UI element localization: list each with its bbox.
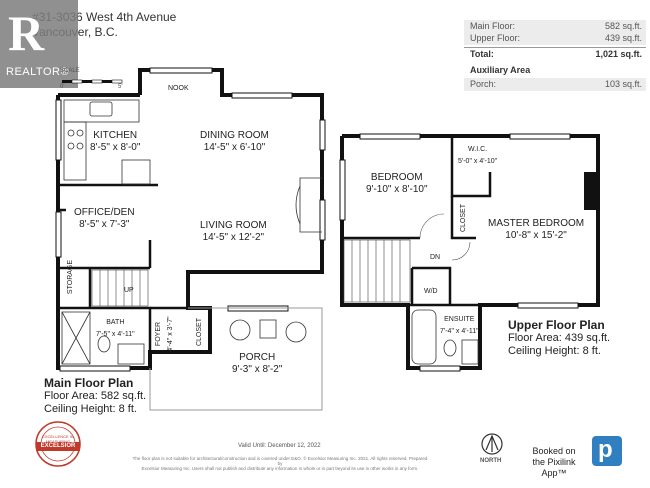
main-plan-caption: Main Floor Plan Floor Area: 582 sq.ft. C… [44, 376, 146, 416]
master-closet-block [584, 172, 598, 210]
area-value: 1,021 sq.ft. [595, 49, 642, 59]
room-wd: W/D [424, 288, 438, 295]
area-label: Upper Floor: [470, 33, 521, 43]
room-name: KITCHEN [93, 130, 138, 141]
room-dims: 9'-10" x 8'-10" [366, 184, 428, 195]
upper-plan-ceiling: Ceiling Height: 8 ft. [508, 345, 601, 357]
area-label: Main Floor: [470, 21, 516, 31]
valid-until: Valid Until: December 12, 2022 [238, 443, 321, 449]
room-nook: NOOK [168, 85, 189, 92]
main-floor-interior-walls [58, 183, 188, 368]
upper-floor-windows [339, 133, 579, 372]
area-value: 582 sq.ft. [604, 21, 642, 31]
seal-name: EXCELSIOR [40, 443, 76, 449]
disclaimer: The floor plan is not suitable for archi… [130, 456, 430, 471]
disclaimer-line1: The floor plan is not suitable for archi… [132, 456, 428, 466]
area-value: 103 sq.ft. [604, 79, 642, 89]
room-living: LIVING ROOM 14'-5" x 12'-2" [200, 220, 267, 244]
room-dims: 10'-8" x 15'-2" [505, 230, 567, 241]
upper-plan-caption: Upper Floor Plan Floor Area: 439 sq.ft. … [508, 318, 610, 358]
room-porch: PORCH 9'-3" x 8'-2" [232, 352, 282, 376]
room-dims: 9'-3" x 8'-2" [232, 364, 283, 375]
seal-top-text: EXCELLENCE IN MEASURING [42, 434, 74, 444]
main-plan-ceiling: Ceiling Height: 8 ft. [44, 403, 137, 415]
room-bath: BATH 7'-5" x 4'-11" [96, 317, 135, 341]
main-plan-title: Main Floor Plan [44, 376, 134, 390]
room-name: LIVING ROOM [200, 220, 267, 231]
pixilink-letter: p [598, 436, 613, 463]
area-value: 439 sq.ft. [604, 33, 642, 43]
room-foyer: FOYER 4'-4" x 3'-7" [153, 309, 177, 359]
room-name: FOYER [155, 321, 162, 347]
room-name: PORCH [239, 352, 276, 363]
ensuite-fixtures [411, 309, 479, 365]
area-row-total: Total: 1,021 sq.ft. [464, 47, 646, 61]
area-row-porch: Porch: 103 sq.ft. [464, 78, 646, 91]
room-bedroom: BEDROOM 9'-10" x 8'-10" [366, 172, 428, 196]
room-name: BEDROOM [370, 172, 423, 183]
north-label: NORTH [480, 458, 502, 464]
room-name: W.I.C. [468, 146, 488, 153]
room-dims: 14'-5" x 6'-10" [203, 142, 266, 153]
room-dims: 7'-4" x 4'-11" [440, 328, 479, 335]
booked-line1: Booked on [532, 446, 576, 456]
realtor-logo-letter: R [8, 5, 45, 61]
porch-outline [149, 307, 323, 411]
room-name: DINING ROOM [200, 130, 269, 141]
room-wic: W.I.C. 5'-0" x 4'-10" [458, 144, 497, 168]
area-row-upper: Upper Floor: 439 sq.ft. [464, 32, 646, 45]
room-office: OFFICE/DEN 8'-5" x 7'-3" [74, 207, 135, 231]
main-plan-area: Floor Area: 582 sq.ft. [44, 390, 147, 402]
room-name: BATH [106, 319, 125, 326]
realtor-watermark [0, 0, 78, 88]
room-storage: STORAGE [67, 259, 74, 295]
room-name: OFFICE/DEN [74, 207, 135, 218]
area-label: Porch: [470, 79, 497, 89]
room-closet-upper: CLOSET [460, 204, 467, 233]
kitchen-counters [63, 99, 151, 185]
room-dims: 8'-5" x 7'-3" [79, 219, 130, 230]
fireplace [295, 177, 322, 233]
upper-plan-area: Floor Area: 439 sq.ft. [508, 332, 611, 344]
upper-plan-title: Upper Floor Plan [508, 318, 605, 332]
disclaimer-line2: Excelsior Measuring Inc. Users shall not… [141, 466, 419, 471]
bath-fixtures [61, 311, 145, 365]
room-master: MASTER BEDROOM 10'-8" x 15'-2" [488, 218, 584, 242]
realtor-logo-text: REALTOR® [6, 66, 70, 78]
scale-label: SCALE [60, 68, 80, 74]
scale-five: 5' [118, 84, 123, 90]
area-row-auxiliary: Auxiliary Area [464, 64, 646, 77]
scale-bar [62, 79, 123, 84]
area-summary-table: Main Floor: 582 sq.ft. Upper Floor: 439 … [464, 20, 646, 92]
door-swings [419, 213, 471, 261]
pixilink-logo [592, 436, 622, 466]
room-dims: 5'-0" x 4'-10" [458, 158, 498, 165]
room-dims: 14'-5" x 12'-2" [202, 232, 265, 243]
north-arrow-icon [481, 433, 503, 455]
stairs-up-label: UP [124, 287, 134, 294]
booked-line2: the Pixilink App™ [532, 457, 576, 478]
upper-floor-interior-walls [342, 136, 492, 307]
upper-stairs [343, 239, 411, 303]
room-name: MASTER BEDROOM [488, 218, 585, 229]
room-dims: 4'-4" x 3'-7" [167, 316, 174, 352]
excelsior-seal-icon [35, 421, 81, 467]
room-closet-main: CLOSET [196, 318, 203, 347]
area-row-main: Main Floor: 582 sq.ft. [464, 20, 646, 33]
room-dims: 7'-5" x 4'-11" [96, 331, 135, 338]
room-ensuite: ENSUITE 7'-4" x 4'-11" [440, 314, 479, 338]
stairs-down-label: DN [430, 254, 441, 261]
room-name: ENSUITE [444, 316, 475, 323]
scale-zero: 0' [60, 84, 65, 90]
porch-chairs [229, 319, 307, 343]
pixilink-booked: Booked on the Pixilink App™ [520, 446, 588, 479]
room-kitchen: KITCHEN 8'-5" x 8'-0" [90, 130, 140, 154]
area-label: Auxiliary Area [470, 65, 531, 75]
area-label: Total: [470, 49, 494, 59]
main-stairs [91, 269, 149, 307]
room-dims: 8'-5" x 8'-0" [90, 142, 141, 153]
room-dining: DINING ROOM 14'-5" x 6'-10" [200, 130, 269, 154]
